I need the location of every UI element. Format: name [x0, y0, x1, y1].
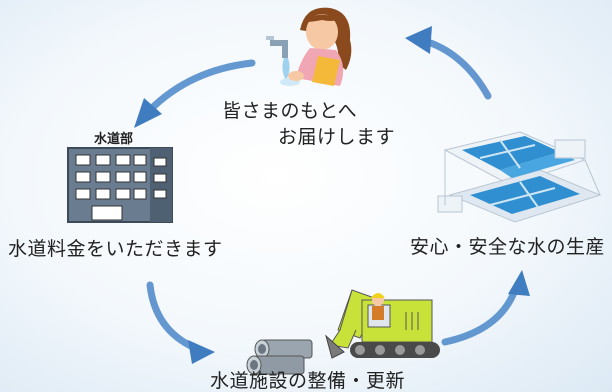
department-sign: 水道部	[94, 132, 134, 147]
arrow-bottom-left	[146, 281, 199, 352]
arrow-top-left-head	[134, 98, 162, 128]
arrow-top-left	[146, 59, 256, 114]
production-label: 安心・安全な水の生産	[410, 236, 606, 258]
arrow-top-right	[424, 38, 492, 100]
arrow-top-right-head	[405, 26, 432, 54]
arrow-bottom-left-head	[188, 340, 215, 364]
delivery-label-line1: 皆さまのもとへ	[222, 100, 358, 122]
arrow-bottom-right	[441, 286, 519, 346]
construction-label: 水道施設の整備・更新	[210, 370, 406, 392]
fee-label: 水道料金をいただきます	[8, 238, 223, 260]
delivery-label-line2: お届けします	[278, 126, 396, 148]
arrow-bottom-right-head	[508, 270, 530, 296]
